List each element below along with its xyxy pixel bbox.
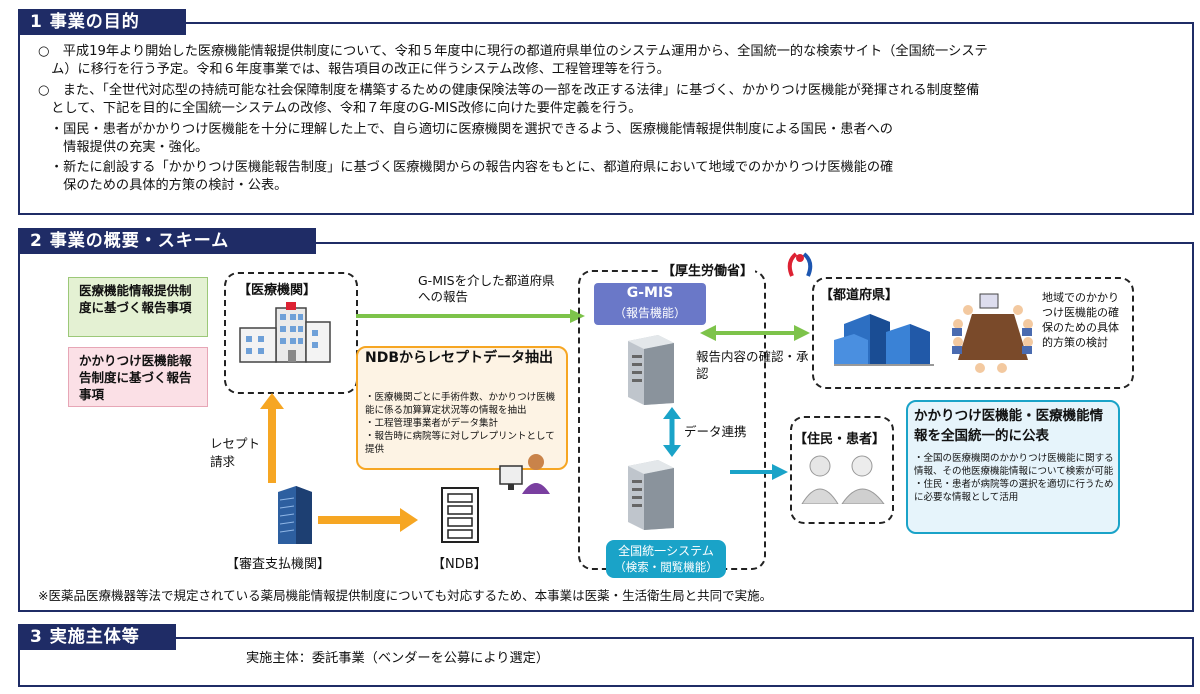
section1-line: ム）に移行を行う予定。令和６年度事業では、報告項目の改正に伴うシステム改修、工程…: [38, 62, 670, 77]
prefecture-box: [812, 277, 1134, 389]
data-link-label: データ連携: [684, 424, 747, 439]
medical-institution-box: [224, 272, 358, 394]
shinsa-label: 【審査支払機関】: [226, 557, 331, 572]
mhlw-label: 【厚生労働省】: [660, 260, 756, 279]
prefecture-label: 【都道府県】: [820, 288, 899, 303]
mhlw-logo-icon: [787, 252, 813, 277]
medical-institution-label: 【医療機関】: [238, 283, 317, 298]
section1-header-line: [186, 22, 1194, 24]
publication-bullet: ・住民・患者が病院等の選択を適切に行うために必要な情報として活用: [914, 479, 1114, 503]
gmis-server-icon: [628, 335, 674, 405]
receipt-arrow: [260, 393, 284, 483]
section1-line: 情報提供の充実・強化。: [50, 140, 209, 155]
section1-line: として、下記を目的に全国統一システムの改修、令和７年度のG-MIS改修に向けた要…: [38, 101, 642, 116]
ndb-extraction-title: NDBからレセプトデータ抽出: [365, 350, 554, 366]
shinsa-to-ndb-arrow: [318, 508, 418, 532]
section1-line: 保のための具体的方策の検討・公表。: [50, 178, 288, 193]
ndb-bullet: ・報告時に病院等に対しプレプリントとして提供: [365, 431, 555, 455]
zenkoku-system-box: [606, 540, 726, 578]
residents-icon: [801, 455, 885, 504]
zenkoku-system-sub: （検索・閲覧機能）: [614, 560, 718, 574]
report-arrow: [356, 309, 585, 323]
meeting-people-icon: [952, 293, 1033, 373]
ndb-label: 【NDB】: [432, 557, 487, 572]
section3-header-line: [176, 637, 1194, 639]
publication-bullet: ・全国の医療機関のかかりつけ医機能に関する情報、その他医療機能情報について検索が…: [914, 453, 1114, 477]
section1-line: ・国民・患者がかかりつけ医機能を十分に理解した上で、自ら適切に医療機関を選択でき…: [50, 122, 893, 137]
section3-frame: [18, 637, 1194, 687]
section1-line: ○ 平成19年より開始した医療機能情報提供制度について、令和５年度中に現行の都道…: [38, 44, 988, 59]
item-box-medical-function: 医療機能情報提供制度に基づく報告事項: [68, 277, 208, 337]
ndb-bullet: ・工程管理事業者がデータ集計: [365, 418, 499, 429]
item-box-kakaritsuke: かかりつけ医機能報告制度に基づく報告事項: [68, 347, 208, 407]
operator-icon: [499, 454, 550, 494]
implementing-entity-text: 実施主体：委託事業（ベンダーを公募により選定）: [246, 651, 550, 666]
residents-box: [790, 416, 894, 524]
hospital-icon: [239, 302, 331, 363]
publication-title: かかりつけ医機能・医療機能情報を全国統一的に公表: [914, 408, 1104, 444]
publication-bullets: ・全国の医療機関のかかりつけ医機能に関する情報、その他医療機能情報について検索が…: [914, 452, 1114, 504]
data-link-arrow: [663, 407, 681, 457]
report-confirm-label: 報告内容の確認・承認: [696, 349, 809, 381]
gmis-sub: （報告機能）: [613, 306, 686, 320]
city-buildings-icon: [834, 314, 934, 366]
ndb-extraction-bullets: ・医療機関ごとに手術件数、かかりつけ医機能に係る加算算定状況等の情報を抽出 ・工…: [365, 391, 563, 456]
publication-box: [906, 400, 1120, 534]
gmis-prefecture-arrow: [700, 325, 810, 341]
section1-line: ○ また、「全世代対応型の持続可能な社会保障制度を構築するための健康保険法等の一…: [38, 83, 980, 98]
section1-line: ・新たに創設する「かかりつけ医機能報告制度」に基づく医療機関からの報告内容をもと…: [50, 160, 894, 175]
prefecture-measures-text: 地域でのかかりつけ医機能の確保のための具体的方策の検討: [1042, 291, 1119, 349]
section2-title: 2 事業の概要・スキーム: [18, 228, 316, 254]
to-residents-arrow: [730, 464, 788, 480]
pharmacy-note: ※医薬品医療機器等法で規定されている薬局機能情報提供制度についても対応するため、…: [38, 588, 773, 603]
building-icon: [278, 486, 312, 544]
ndb-bullet: ・医療機関ごとに手術件数、かかりつけ医機能に係る加算算定状況等の情報を抽出: [365, 392, 556, 416]
report-via-gmis-label: G-MISを介した都道府県への報告: [418, 273, 555, 304]
gmis-name: G-MIS: [626, 285, 674, 301]
section2-header-line: [316, 242, 1194, 244]
residents-label: 【住民・患者】: [794, 432, 886, 447]
section3-title: 3 実施主体等: [18, 624, 176, 650]
ndb-extraction-box: [356, 346, 568, 470]
ndb-server-icon: [441, 487, 479, 543]
zenkoku-server-icon: [628, 460, 674, 530]
section1-title: 1 事業の目的: [18, 9, 186, 35]
zenkoku-system-name: 全国統一システム: [618, 544, 714, 558]
receipt-label: レセプト請求: [210, 436, 261, 469]
gmis-box: [594, 283, 706, 325]
